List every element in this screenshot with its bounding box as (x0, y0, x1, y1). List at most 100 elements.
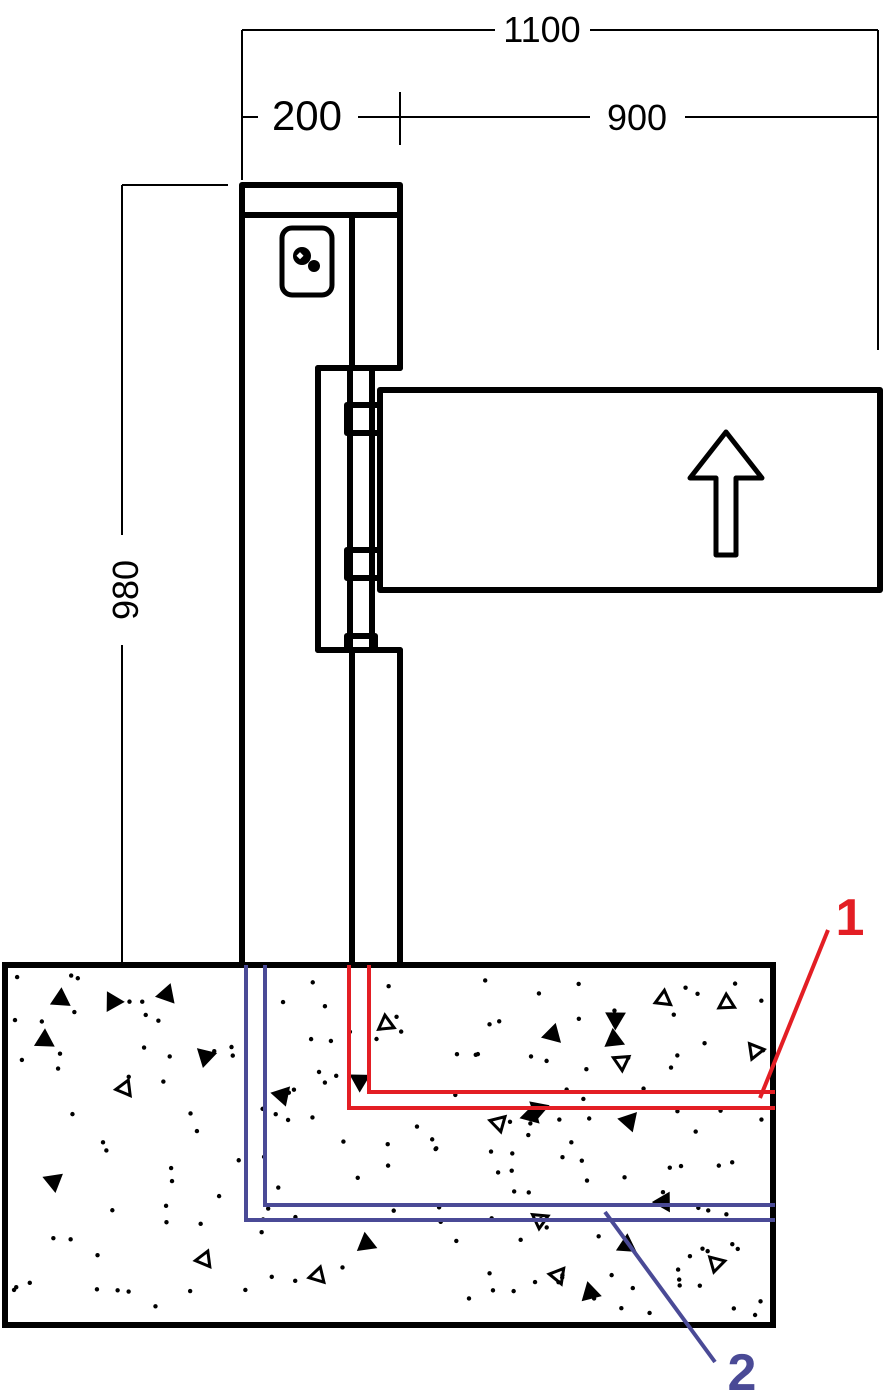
aggregate-dot (677, 1283, 682, 1288)
aggregate-dot (285, 1117, 291, 1123)
aggregate-dot (667, 1165, 672, 1170)
aggregate-dot (668, 1065, 674, 1070)
aggregate-dot (14, 974, 20, 980)
aggregate-dot (695, 991, 700, 996)
aggregate-dot (584, 1178, 590, 1183)
aggregate-dot (168, 1165, 174, 1171)
aggregate-dot (70, 1111, 75, 1117)
aggregate-dot (126, 1074, 131, 1079)
aggregate-dot (526, 1190, 531, 1195)
aggregate-dot (75, 976, 81, 981)
aggregate-dot (291, 1087, 297, 1092)
callout-1-lines (347, 929, 830, 1110)
aggregate-dot (394, 1014, 399, 1019)
aggregate-dot (475, 1051, 481, 1057)
aggregate-dot (72, 1009, 77, 1015)
aggregate-dot (94, 1287, 100, 1292)
concrete-foundation (2, 962, 776, 1328)
aggregate-dot (322, 1080, 328, 1085)
aggregate-dot (581, 1096, 586, 1102)
aggregate-dot (528, 1054, 534, 1059)
aggregate-dot (675, 1109, 680, 1114)
aggregate-dot (705, 1248, 710, 1254)
aggregate-stone (112, 1077, 133, 1098)
aggregate-dot (569, 1140, 574, 1145)
aggregate-dot (100, 1140, 106, 1145)
aggregate-dot (27, 1280, 32, 1286)
aggregate-dot (391, 1208, 396, 1213)
aggregate-dot (612, 1008, 617, 1013)
aggregate-dot (518, 1237, 523, 1243)
aggregate-stone (605, 1012, 626, 1031)
aggregate-dot (488, 1149, 494, 1154)
aggregate-dot (115, 1288, 120, 1293)
aggregate-dot (14, 1285, 19, 1290)
aggregate-stone (356, 1231, 378, 1252)
aggregate-dot (163, 1203, 169, 1209)
aggregate-dot (187, 1288, 193, 1294)
aggregate-dot (161, 1079, 166, 1084)
dim-total-width: 1100 (503, 9, 580, 50)
callout-2-label: 2 (728, 1344, 757, 1394)
aggregate-dot (143, 1012, 148, 1018)
aggregate-dot (308, 1036, 314, 1042)
aggregate-dot (95, 1252, 100, 1258)
aggregate-stone (192, 1248, 212, 1269)
aggregate-stone (651, 1191, 670, 1213)
aggregate-dot (619, 1306, 624, 1311)
aggregate-dot (487, 1271, 492, 1276)
aggregate-dot (110, 1208, 115, 1213)
dim-arm-width: 900 (607, 97, 667, 138)
aggregate-stone (581, 1281, 602, 1302)
aggregate-dot (609, 1272, 614, 1278)
aggregate-dot (293, 1278, 298, 1284)
aggregate-dot (141, 1045, 147, 1050)
aggregate-dot (495, 1170, 501, 1175)
aggregate-dot (706, 1208, 711, 1213)
aggregate-dot (675, 1053, 680, 1058)
aggregate-dot (169, 1178, 175, 1184)
aggregate-dot (259, 1230, 264, 1235)
aggregate-dot (511, 1189, 517, 1194)
callout-1-label: 1 (836, 889, 865, 947)
aggregate-stone (49, 987, 71, 1006)
aggregate-dot (322, 1004, 328, 1009)
aggregate-dot (374, 1036, 379, 1042)
aggregate-dot (700, 1246, 705, 1251)
aggregate-dot (724, 1212, 729, 1217)
aggregate-dot (676, 1277, 682, 1282)
aggregate-dot (729, 1160, 735, 1165)
aggregate-dot (51, 1235, 56, 1241)
concrete-aggregate (11, 973, 767, 1318)
aggregate-dot (731, 1306, 737, 1311)
aggregate-dot (340, 1265, 345, 1270)
aggregate-dot (127, 999, 132, 1004)
dimension-lines (121, 29, 879, 965)
aggregate-stone (716, 991, 738, 1010)
aggregate-dot (536, 991, 542, 996)
aggregate-dot (140, 999, 145, 1004)
aggregate-dot (55, 1066, 61, 1071)
aggregate-dot (188, 1111, 193, 1116)
aggregate-dot (557, 1117, 562, 1122)
aggregate-dot (735, 1246, 740, 1252)
aggregate-dot (532, 1279, 538, 1285)
aggregate-dot (752, 1312, 758, 1318)
aggregate-dot (487, 1022, 492, 1027)
aggregate-dot (386, 983, 391, 989)
arrow-up-icon (687, 429, 765, 558)
aggregate-dot (341, 1139, 346, 1144)
aggregate-stone (617, 1112, 638, 1133)
aggregate-dot (586, 1116, 592, 1121)
aggregate-stone (604, 1027, 626, 1047)
aggregate-dot (693, 1129, 698, 1134)
dim-height: 980 (105, 560, 146, 620)
aggregate-stone (306, 1264, 326, 1285)
aggregate-dot (528, 1121, 533, 1126)
aggregate-dot (334, 1073, 339, 1079)
aggregate-dot (265, 1206, 271, 1211)
aggregate-dot (280, 999, 286, 1005)
aggregate-stone (376, 1012, 397, 1032)
aggregate-dot (198, 1221, 203, 1227)
